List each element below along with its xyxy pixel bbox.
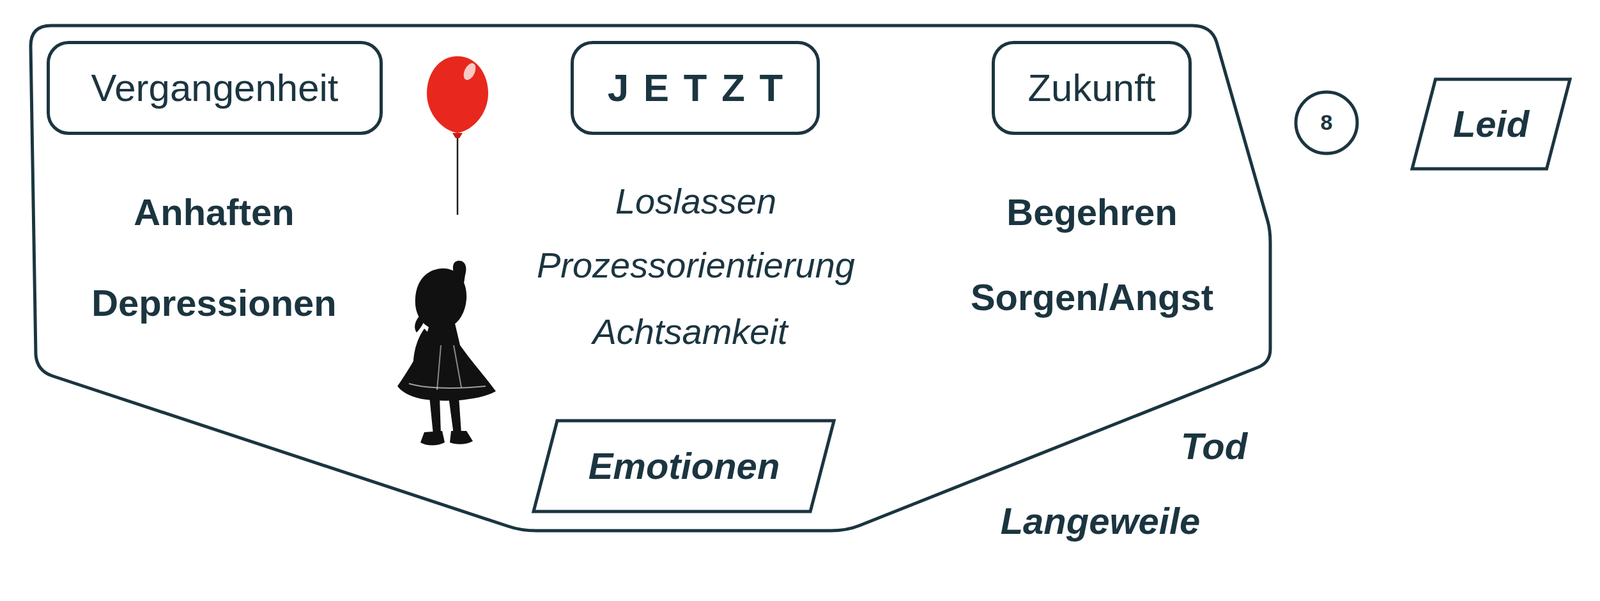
suffering-parallelogram: Leid [1410,77,1572,171]
time-region: AnhaftenDepressionen LoslassenProzessorie… [30,25,1271,532]
box-title: JETZT [592,67,798,110]
practice-label: Prozessorientierung [536,245,855,285]
region-border [30,25,1271,531]
parallelogram-border [1412,79,1570,169]
side-label: Tod [1180,425,1248,467]
box-title: Vergangenheit [90,67,339,110]
balloon [426,56,489,133]
box-border [993,42,1191,134]
time-box: Zukunft [991,40,1192,135]
state-label: Depressionen [91,282,337,324]
balloon-string [456,132,459,215]
state-label: Begehren [1006,191,1178,233]
state-label: Anhaften [133,191,294,233]
balloon-knot [452,132,463,139]
box-title: Zukunft [1027,67,1156,110]
dress-fold [437,345,462,390]
time-box: Vergangenheit [46,40,383,135]
practice-label: Loslassen [615,181,777,222]
emotion-parallelogram: Emotionen [531,418,836,514]
side-label: Langeweile [1000,500,1201,542]
box-title: Emotionen [588,445,781,487]
time-box: JETZT [570,40,820,135]
box-border [571,42,818,134]
practice-label: Achtsamkeit [592,311,788,352]
circle-border [1295,92,1358,154]
box-title: Leid [1453,103,1530,145]
callout-number: 8 [1320,110,1333,135]
state-label: Sorgen/Angst [970,276,1214,318]
girl-figure [397,260,496,446]
balloon-highlight [461,61,478,82]
dress-fold [408,383,486,388]
box-border [48,42,382,134]
parallelogram-border [533,420,834,512]
callout-circle: 8 [1293,90,1360,156]
